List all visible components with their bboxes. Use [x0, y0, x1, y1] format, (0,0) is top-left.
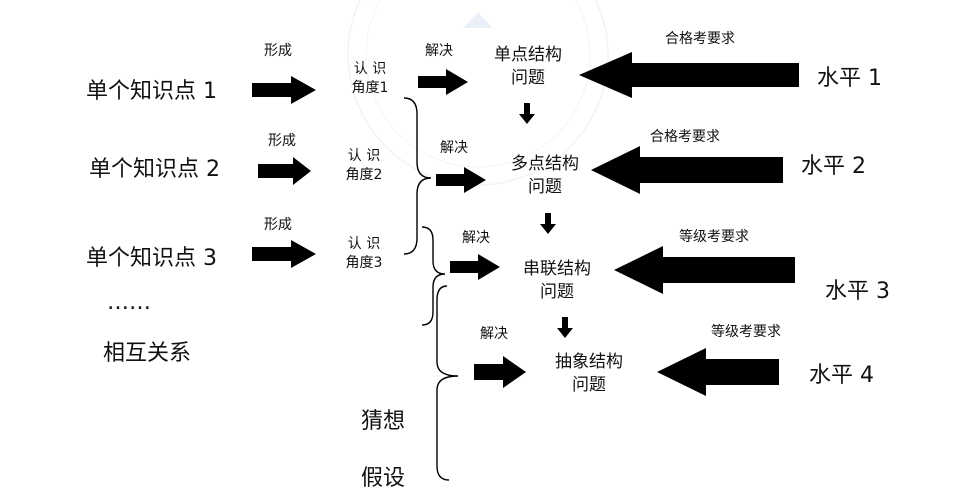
requirement-arrow-3 [614, 246, 795, 294]
requirement-label-1: 合格考要求 [665, 31, 735, 47]
mutual-relation-label: 相互关系 [103, 341, 192, 366]
watermark-seal [347, 0, 609, 186]
requirement-arrow-4 [657, 348, 779, 396]
structure-problem-3-line1: 串联结构 [523, 259, 591, 279]
structure-problem-3-line2: 问题 [540, 281, 574, 302]
form-label-1: 形成 [264, 43, 292, 59]
level-1: 水平 1 [817, 66, 882, 91]
cognition-angle-3-line2: 角度3 [345, 254, 383, 271]
level-2: 水平 2 [801, 154, 866, 179]
cognition-angle-2-line2: 角度2 [345, 166, 383, 183]
structure-problem-1-line2: 问题 [511, 67, 545, 88]
form-label-3: 形成 [264, 217, 292, 233]
brace-2 [421, 226, 446, 326]
down-arrow-3 [557, 317, 573, 338]
down-arrow-1 [519, 103, 535, 124]
solve-arrow-4 [474, 356, 526, 388]
cognition-angle-3: 认 识 角度3 [334, 235, 394, 273]
structure-problem-4-line1: 抽象结构 [555, 352, 623, 372]
solve-arrow-2 [436, 167, 486, 193]
brace-3 [436, 285, 459, 481]
structure-problem-3: 串联结构 问题 [505, 258, 609, 304]
structure-problem-1: 单点结构 问题 [476, 44, 580, 90]
form-label-2: 形成 [268, 133, 296, 149]
cognition-angle-2: 认 识 角度2 [334, 147, 394, 185]
level-4: 水平 4 [809, 363, 874, 388]
structure-problem-2: 多点结构 问题 [493, 153, 597, 199]
cognition-angle-3-line1: 认 识 [347, 236, 381, 252]
cognition-angle-1-line2: 角度1 [351, 79, 389, 96]
solve-label-4: 解决 [480, 326, 508, 342]
knowledge-point-3: 单个知识点 3 [86, 246, 217, 271]
form-arrow-3 [252, 240, 316, 268]
cognition-angle-1: 认 识 角度1 [340, 60, 400, 98]
requirement-label-3: 等级考要求 [679, 229, 749, 245]
cognition-angle-1-line1: 认 识 [353, 61, 387, 77]
structure-problem-2-line2: 问题 [528, 176, 562, 197]
solve-label-2: 解决 [440, 140, 468, 156]
structure-problem-2-line1: 多点结构 [511, 154, 579, 174]
knowledge-point-2: 单个知识点 2 [89, 157, 220, 182]
solve-arrow-3 [450, 254, 500, 280]
solve-label-1: 解决 [425, 43, 453, 59]
guess-label: 猜想 [361, 409, 406, 434]
requirement-label-2: 合格考要求 [650, 129, 720, 145]
solve-label-3: 解决 [462, 230, 490, 246]
form-arrow-1 [252, 76, 316, 104]
structure-problem-1-line1: 单点结构 [494, 45, 562, 65]
structure-problem-4: 抽象结构 问题 [537, 351, 641, 397]
requirement-arrow-1 [579, 52, 799, 98]
hypothesis-label: 假设 [361, 466, 406, 491]
knowledge-point-1: 单个知识点 1 [86, 79, 217, 104]
requirement-arrow-2 [591, 146, 783, 194]
brace-1 [403, 97, 432, 255]
level-3: 水平 3 [825, 279, 890, 304]
down-arrow-2 [540, 213, 556, 234]
requirement-label-4: 等级考要求 [711, 324, 781, 340]
cognition-angle-2-line1: 认 识 [347, 148, 381, 164]
solve-arrow-1 [418, 69, 468, 95]
structure-problem-4-line2: 问题 [572, 374, 606, 395]
form-arrow-2 [258, 157, 311, 185]
ellipsis-text: …… [107, 290, 151, 315]
